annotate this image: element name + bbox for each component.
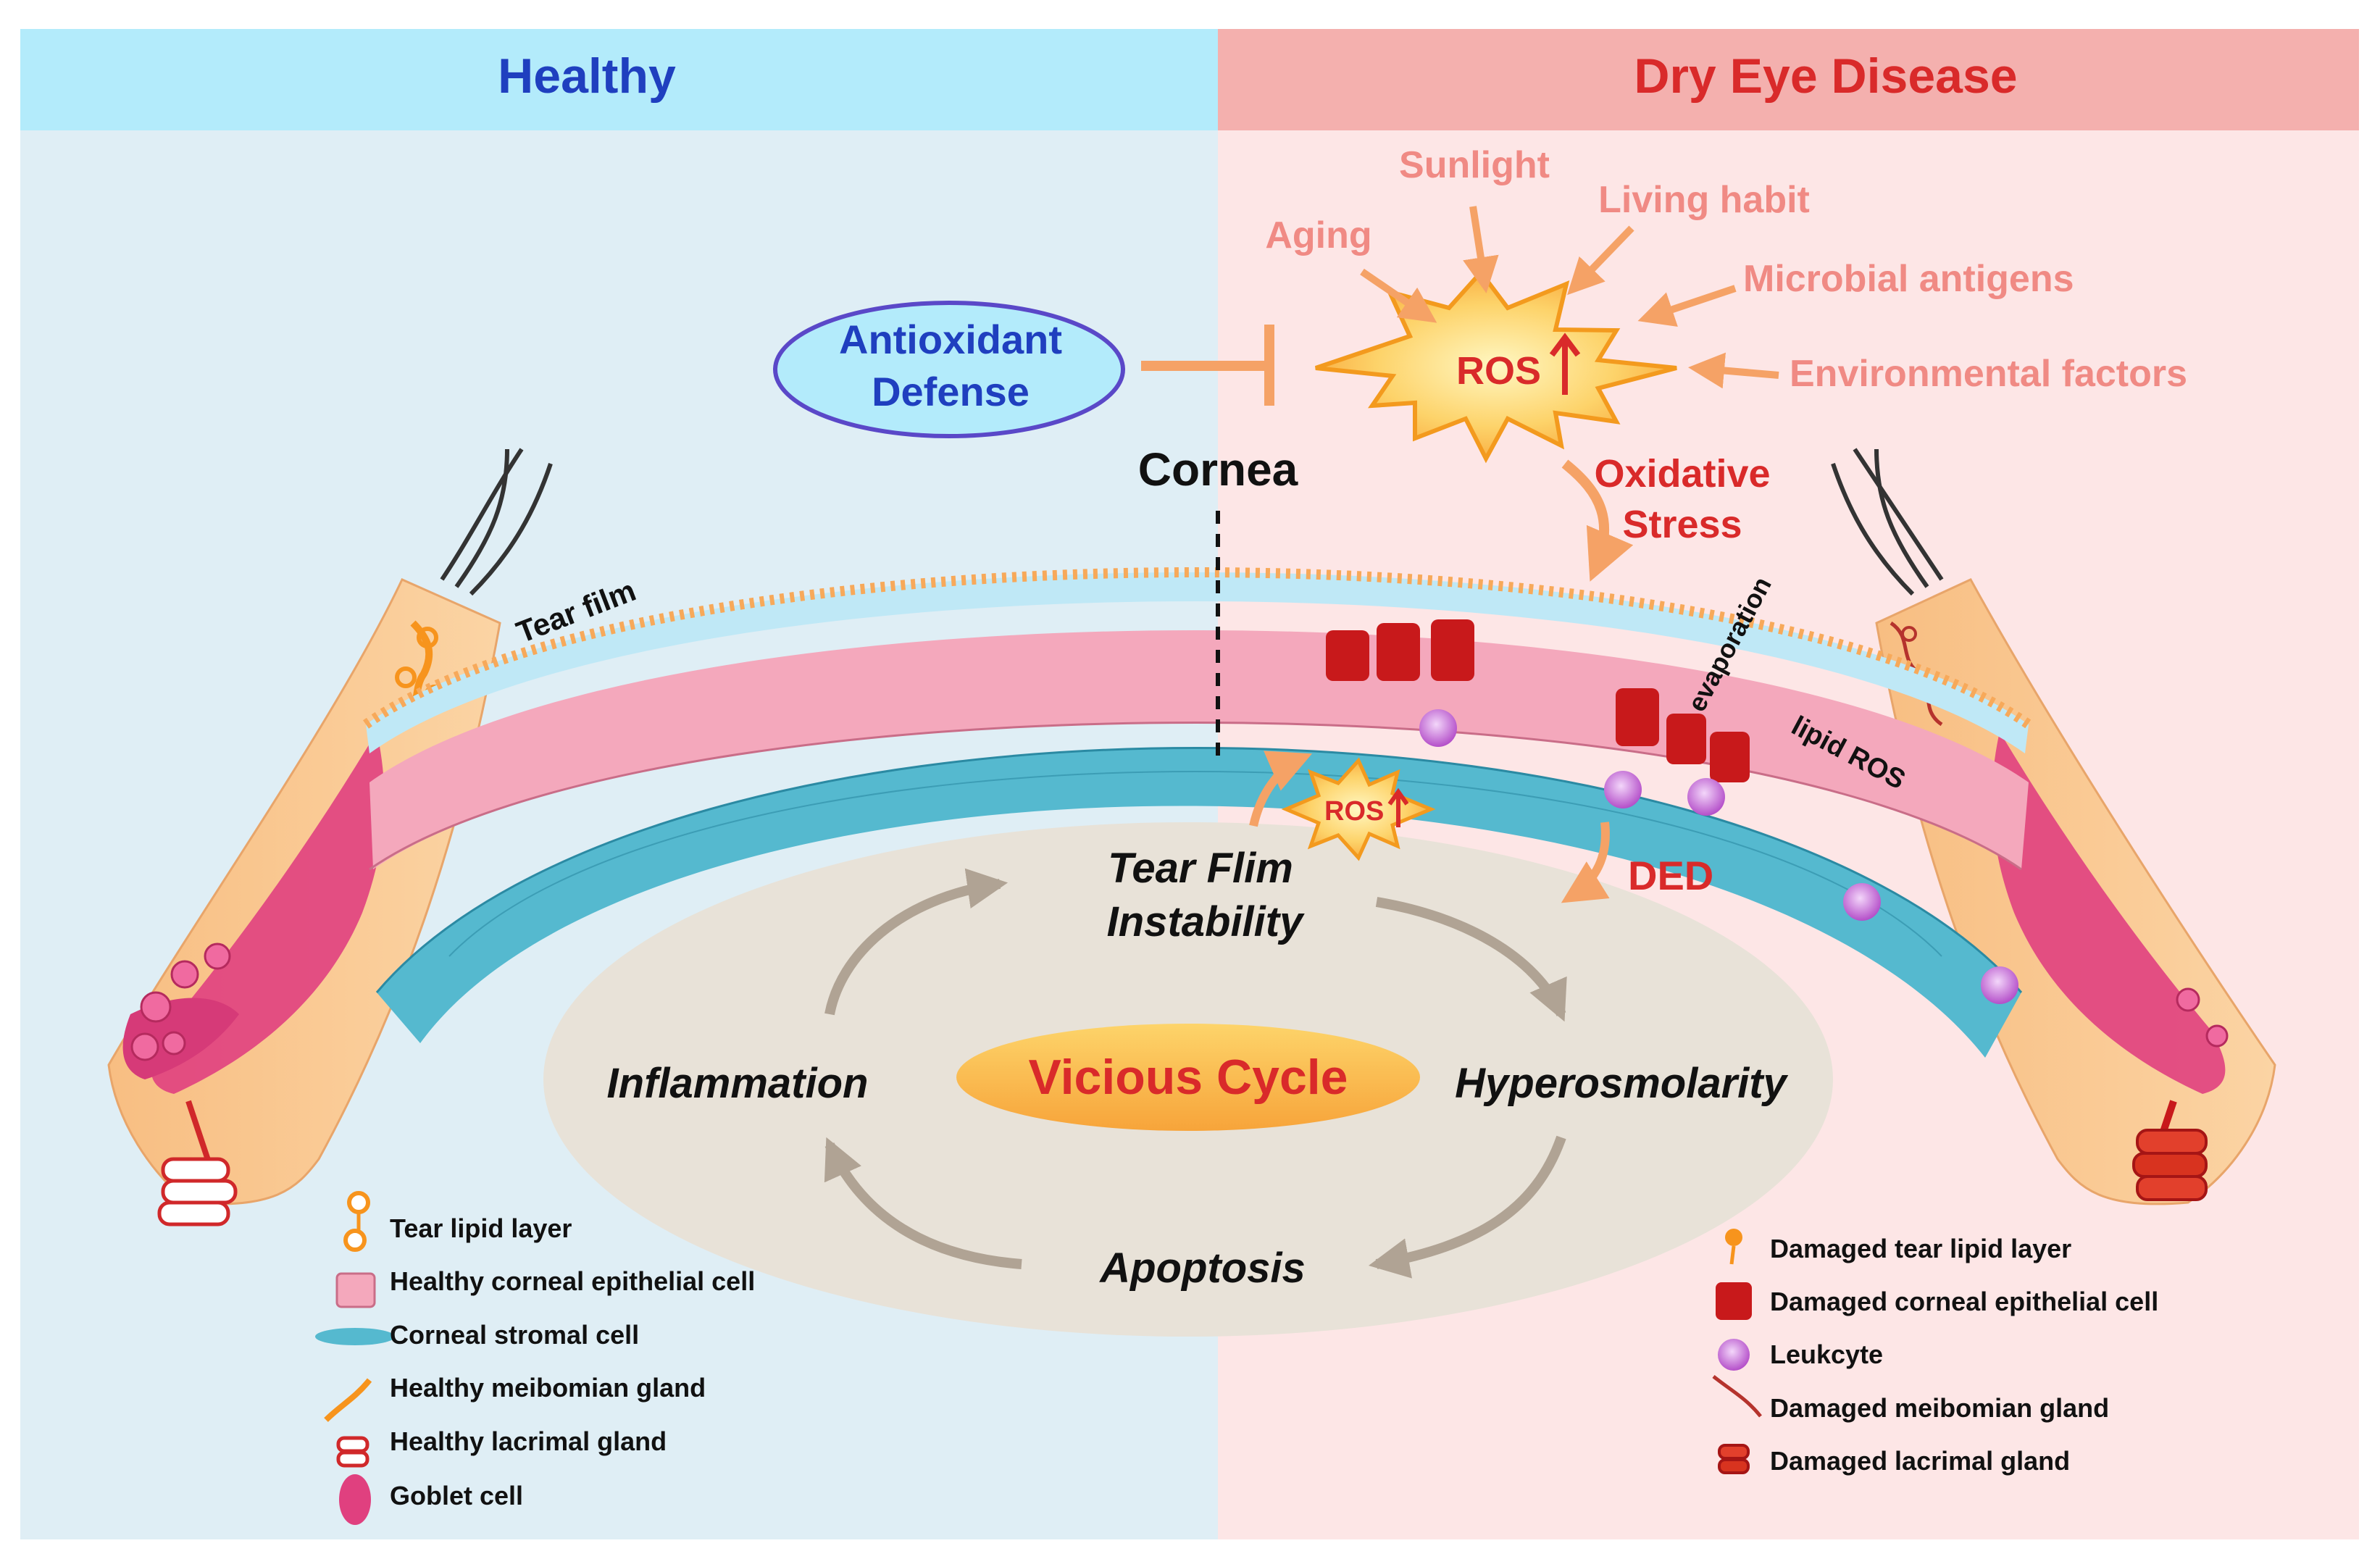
legend-left-5: Healthy lacrimal gland [390, 1426, 667, 1456]
antioxidant-ellipse [773, 301, 1125, 438]
cornea-label: Cornea [1138, 443, 1298, 496]
tear-film-aqueous [366, 572, 2029, 753]
lacrimal-gland-damaged [2132, 1100, 2208, 1201]
antioxidant-line1: Antioxidant [839, 317, 1062, 362]
factor-aging: Aging [1265, 214, 1371, 256]
factor-environmental: Environmental factors [1790, 353, 2187, 395]
cycle-top-line2: Instability [1107, 898, 1305, 945]
ded-arrow [1561, 822, 1610, 903]
ros-to-cornea-arrow [1249, 751, 1313, 827]
legend-icon-leukocyte [1718, 1339, 1750, 1371]
left-eyelid [107, 448, 553, 1226]
cycle-arrows [824, 868, 1567, 1279]
legend-icon-meibomian [324, 1378, 372, 1422]
ros-main: ROS [1456, 349, 1541, 393]
legend-left-1: Tear lipid layer [390, 1213, 572, 1243]
ros-small: ROS [1324, 796, 1384, 827]
ros-up-arrow [1549, 333, 1581, 395]
factor-microbial: Microbial antigens [1743, 258, 2074, 300]
legend-right-3: Leukcyte [1770, 1339, 1883, 1369]
tear-film-lipid [362, 567, 2032, 729]
legend-right-4: Damaged meibomian gland [1770, 1393, 2109, 1423]
legend-icon-epithelial [335, 1272, 376, 1308]
factor-arrows [1360, 206, 1779, 389]
cycle-top-line1: Tear Flim [1108, 845, 1293, 892]
goblet-cell [140, 991, 172, 1023]
healthy-header: Healthy [498, 49, 676, 104]
corneal-stroma [377, 748, 2021, 1058]
legend-icon-stromal [315, 1328, 395, 1345]
legend-right-5: Damaged lacrimal gland [1770, 1446, 2070, 1476]
legend-icon-lacrimal [336, 1436, 369, 1468]
disease-header: Dry Eye Disease [1634, 49, 2017, 104]
factor-sunlight: Sunlight [1399, 144, 1550, 186]
damaged-cells [1326, 619, 1750, 782]
oxidative-line1: Oxidative [1594, 452, 1770, 496]
legend-icon-damaged-lacrimal [1718, 1444, 1750, 1474]
legend-right-1: Damaged tear lipid layer [1770, 1234, 2071, 1263]
ros-small-arrow-up [1387, 787, 1409, 827]
factor-living-habit: Living habit [1598, 179, 1810, 221]
disease-header-bar [1218, 29, 2359, 130]
oxidative-arrow [1561, 459, 1634, 582]
antioxidant-line2: Defense [872, 369, 1030, 414]
cycle-left: Inflammation [607, 1060, 869, 1107]
legend-right: Damaged tear lipid layer Damaged corneal… [1712, 1229, 2158, 1476]
legend-icon-goblet [339, 1474, 371, 1525]
legend-left-6: Goblet cell [390, 1481, 523, 1510]
legend-right-2: Damaged corneal epithelial cell [1770, 1287, 2158, 1316]
cornea [362, 567, 2032, 1058]
corneal-epithelium [369, 630, 2029, 869]
legend-left-2: Healthy corneal epithelial cell [390, 1266, 755, 1296]
leukocytes [1419, 709, 2018, 1004]
legend-left: Tear lipid layer Healthy corneal epithel… [315, 1191, 755, 1525]
small-ros-burst [1281, 757, 1436, 861]
legend-icon-damaged-meibomian [1712, 1375, 1762, 1418]
cycle-right: Hyperosmolarity [1455, 1060, 1788, 1107]
right-eyelid [1831, 448, 2276, 1205]
vicious-cycle-label: Vicious Cycle [1029, 1050, 1348, 1105]
cycle-bottom: Apoptosis [1098, 1245, 1306, 1292]
legend-icon-tear-lipid [343, 1191, 370, 1252]
lacrimal-gland-healthy [157, 1100, 238, 1226]
legend-left-4: Healthy meibomian gland [390, 1373, 706, 1403]
ded-label: DED [1628, 853, 1713, 898]
legend-left-3: Corneal stromal cell [390, 1320, 639, 1350]
healthy-header-bar [20, 29, 1218, 130]
legend-icon-damaged-epithelial [1716, 1282, 1752, 1320]
oxidative-line2: Stress [1622, 503, 1742, 546]
vicious-cycle-badge [956, 1024, 1420, 1131]
legend-icon-damaged-lipid [1725, 1229, 1742, 1265]
